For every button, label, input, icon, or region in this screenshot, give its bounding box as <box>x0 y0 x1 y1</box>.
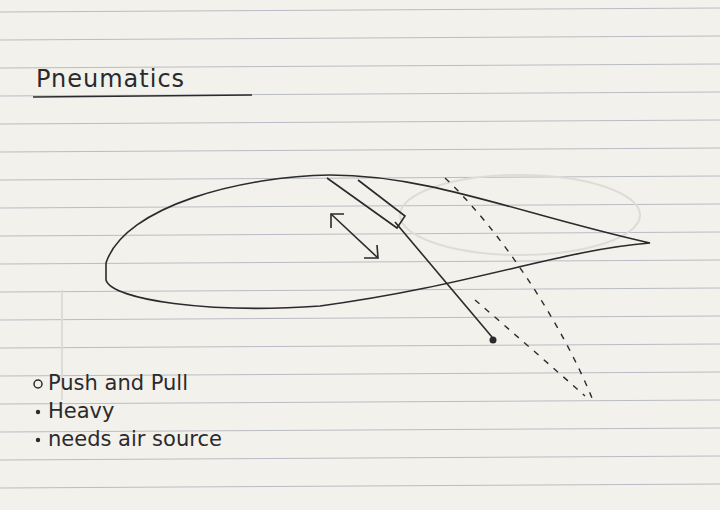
bullet <box>36 410 40 414</box>
pivot-point <box>490 337 497 344</box>
deflected-surface <box>475 300 585 396</box>
title-underline <box>33 95 252 97</box>
airfoil-outline <box>106 175 650 308</box>
note-text: Heavy <box>48 400 114 423</box>
note-text: needs air source <box>48 428 222 451</box>
page-title: Pneumatics <box>36 66 185 92</box>
ruled-lines <box>0 8 720 488</box>
bullet <box>36 438 40 442</box>
deflected-surface <box>445 178 592 398</box>
motion-arrow <box>331 214 378 258</box>
piston-rod <box>395 222 492 337</box>
bullet <box>34 380 42 388</box>
note-text: Push and Pull <box>48 372 188 395</box>
